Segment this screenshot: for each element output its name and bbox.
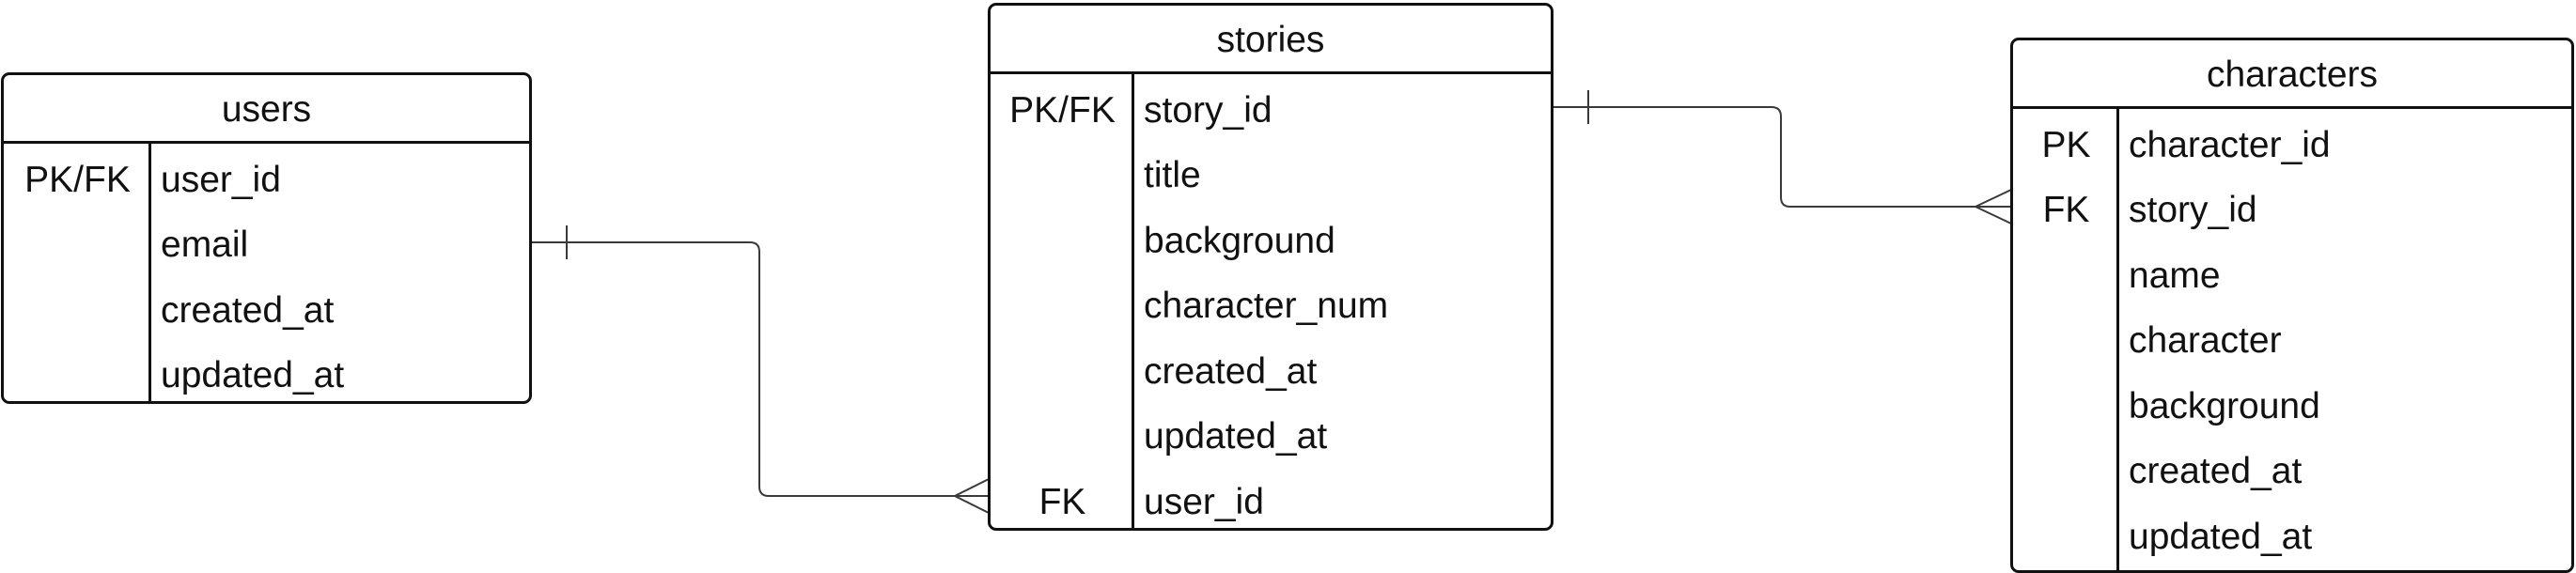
relationship-users-stories[interactable] [531, 225, 990, 514]
field-row[interactable]: PK/FK user_id [4, 144, 529, 213]
field-row[interactable]: name [2013, 243, 2571, 309]
field-row[interactable]: character_num [991, 274, 1551, 340]
connector-line-users-stories [531, 241, 989, 497]
field-row[interactable]: created_at [2013, 440, 2571, 505]
field-row[interactable]: PK character_id [2013, 109, 2571, 178]
entity-title-users: users [4, 75, 529, 144]
entity-fields-stories: PK/FK story_id title background characte… [991, 74, 1551, 528]
field-row[interactable]: updated_at [4, 344, 529, 402]
field-name: story_id [2129, 190, 2257, 231]
field-row[interactable]: FK user_id [991, 470, 1551, 528]
relationship-stories-characters[interactable] [1553, 90, 2012, 225]
entity-stories[interactable]: stories PK/FK story_id title background … [988, 3, 1553, 531]
connector-line-stories-characters [1553, 106, 2011, 208]
many-marker-characters [1975, 189, 2012, 225]
field-name: character [2129, 320, 2282, 362]
key-label: PK/FK [1009, 89, 1116, 131]
field-name: email [161, 225, 249, 266]
key-label: PK [2041, 124, 2091, 165]
field-row[interactable]: background [991, 209, 1551, 274]
field-name: created_at [2129, 451, 2303, 492]
field-row[interactable]: updated_at [991, 405, 1551, 471]
entity-characters[interactable]: characters PK character_id FK story_id n… [2010, 38, 2574, 573]
field-name: name [2129, 255, 2221, 296]
field-name: created_at [1144, 350, 1318, 392]
field-row[interactable]: PK/FK story_id [991, 74, 1551, 144]
field-name: background [1144, 220, 1335, 261]
field-name: character_id [2129, 124, 2331, 165]
field-name: background [2129, 385, 2320, 426]
key-column-divider [2116, 109, 2119, 570]
field-name: user_id [1144, 481, 1264, 522]
entity-fields-characters: PK character_id FK story_id name charact… [2013, 109, 2571, 570]
key-label: PK/FK [24, 159, 131, 200]
field-row[interactable]: character [2013, 309, 2571, 375]
field-name: updated_at [161, 355, 345, 396]
field-row[interactable]: background [2013, 374, 2571, 440]
entity-users[interactable]: users PK/FK user_id email created_at upd… [1, 72, 532, 404]
field-row[interactable]: title [991, 144, 1551, 209]
many-marker-stories [954, 478, 990, 514]
field-row[interactable]: email [4, 213, 529, 279]
field-name: created_at [161, 289, 335, 331]
field-name: user_id [161, 159, 281, 200]
key-column-divider [148, 144, 151, 401]
entity-title-stories: stories [991, 6, 1551, 74]
field-name: title [1144, 155, 1201, 196]
field-name: updated_at [2129, 516, 2313, 557]
field-name: story_id [1144, 89, 1272, 131]
key-column-divider [1132, 74, 1134, 528]
key-label: FK [2042, 190, 2090, 231]
key-label: FK [1038, 481, 1086, 522]
entity-title-characters: characters [2013, 40, 2571, 109]
field-row[interactable]: updated_at [2013, 504, 2571, 570]
field-name: character_num [1144, 286, 1389, 327]
field-row[interactable]: created_at [4, 278, 529, 344]
field-row[interactable]: FK story_id [2013, 178, 2571, 244]
field-row[interactable]: created_at [991, 339, 1551, 405]
field-name: updated_at [1144, 416, 1328, 457]
entity-fields-users: PK/FK user_id email created_at updated_a… [4, 144, 529, 402]
